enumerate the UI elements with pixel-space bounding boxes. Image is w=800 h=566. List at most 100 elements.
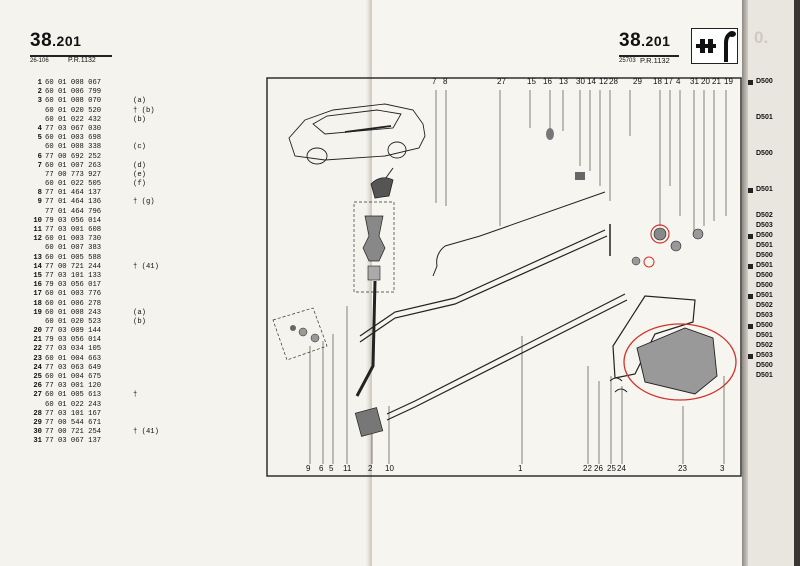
cable [479, 191, 606, 237]
gate-plate [636, 327, 718, 395]
callout-number: 19 [724, 77, 733, 86]
diagram-frame [266, 77, 742, 477]
part-number: 10 [33, 216, 42, 225]
book-spine [366, 0, 376, 566]
tab-marker [748, 264, 753, 269]
part-code: 77 03 034 105 [45, 345, 102, 354]
callout-number: 5 [329, 464, 334, 473]
part-code: 79 03 056 014 [45, 336, 102, 345]
part-number: 7 [37, 161, 42, 170]
car-illustration [288, 103, 426, 165]
part-code: 77 01 464 136 [45, 198, 102, 207]
part-number: 5 [37, 134, 42, 143]
callout-number: 4 [676, 77, 681, 86]
part-code: 60 01 007 263 [45, 161, 102, 170]
part-code: 60 01 022 243 [45, 400, 102, 409]
part-row: 60 01 008 338(c) [30, 143, 230, 152]
page-tab: D500 [756, 78, 773, 85]
part-number: 17 [33, 290, 42, 299]
gate-plate-frame [612, 295, 696, 379]
callout-number: 9 [306, 464, 311, 473]
part-number: 4 [37, 124, 42, 133]
part-code: 77 03 101 167 [45, 409, 102, 418]
page-tab: D503 [756, 312, 773, 319]
callout-number: 3 [720, 464, 725, 473]
part-row: 60 01 020 520† (b) [30, 107, 230, 116]
part-note: (a) [133, 97, 146, 106]
callout-number: 13 [559, 77, 568, 86]
part-code: 60 01 022 505 [45, 180, 102, 189]
part-number: 6 [37, 152, 42, 161]
page-tab: D502 [756, 212, 773, 219]
part-code: 77 00 721 254 [45, 428, 102, 437]
tab-marker [748, 188, 753, 193]
part-note: (b) [133, 317, 146, 326]
part-code: 77 03 067 137 [45, 437, 102, 446]
part-code: 77 03 067 030 [45, 124, 102, 133]
callout-number: 1 [518, 464, 523, 473]
part-code: 60 01 020 520 [45, 106, 102, 115]
part-number: 29 [33, 418, 42, 427]
part-note: (b) [133, 115, 146, 124]
part-code: 77 03 001 120 [45, 382, 102, 391]
part-code: 60 01 004 663 [45, 354, 102, 363]
exploded-parts-diagram [266, 77, 742, 477]
part-note: (e) [133, 170, 146, 179]
highlight-circle [643, 256, 655, 268]
callout-number: 23 [678, 464, 687, 473]
part-code: 79 03 056 017 [45, 281, 102, 290]
page-tab: D500 [756, 232, 773, 239]
tab-marker [748, 234, 753, 239]
part-number: 26 [33, 382, 42, 391]
part-number: 24 [33, 363, 42, 372]
callout-number: 30 [576, 77, 585, 86]
highlight-circle [650, 224, 670, 244]
part-note: † [133, 391, 138, 400]
part-row: 60 01 022 243 [30, 401, 230, 410]
part-code: 60 01 006 799 [45, 88, 102, 97]
callout-number: 7 [432, 77, 437, 86]
part-number: 21 [33, 336, 42, 345]
callout-number: 29 [633, 77, 642, 86]
shift-rod-upper [359, 229, 606, 337]
part-code: 60 01 003 776 [45, 290, 102, 299]
part-row: 60 01 022 432(b) [30, 116, 230, 125]
part-number: 22 [33, 345, 42, 354]
part-code: 60 01 008 067 [45, 79, 102, 87]
callout-number: 8 [443, 77, 448, 86]
part-number: 15 [33, 271, 42, 280]
callout-number: 14 [587, 77, 596, 86]
part-number: 20 [33, 327, 42, 336]
pr-code: P.R.1132 [68, 57, 96, 64]
gear-lever [355, 280, 377, 397]
part-row: 77 00 773 927(e) [30, 171, 230, 180]
part-code: 77 00 721 244 [45, 262, 102, 271]
callout-number: 25 [607, 464, 616, 473]
part-number: 1 [37, 79, 42, 87]
part-code: 60 01 004 675 [45, 373, 102, 381]
part-number: 19 [33, 308, 42, 317]
callout-number: 11 [343, 464, 352, 473]
part-number: 27 [33, 391, 42, 400]
part-code: 77 03 063 649 [45, 363, 102, 372]
page-tab: D500 [756, 282, 773, 289]
shift-rod-main [386, 293, 626, 415]
page-tab: D501 [756, 114, 773, 121]
part-number: 2 [37, 88, 42, 97]
header-rule-right [619, 55, 679, 57]
part-code: 60 01 020 523 [45, 317, 102, 326]
callout-number: 2 [368, 464, 373, 473]
